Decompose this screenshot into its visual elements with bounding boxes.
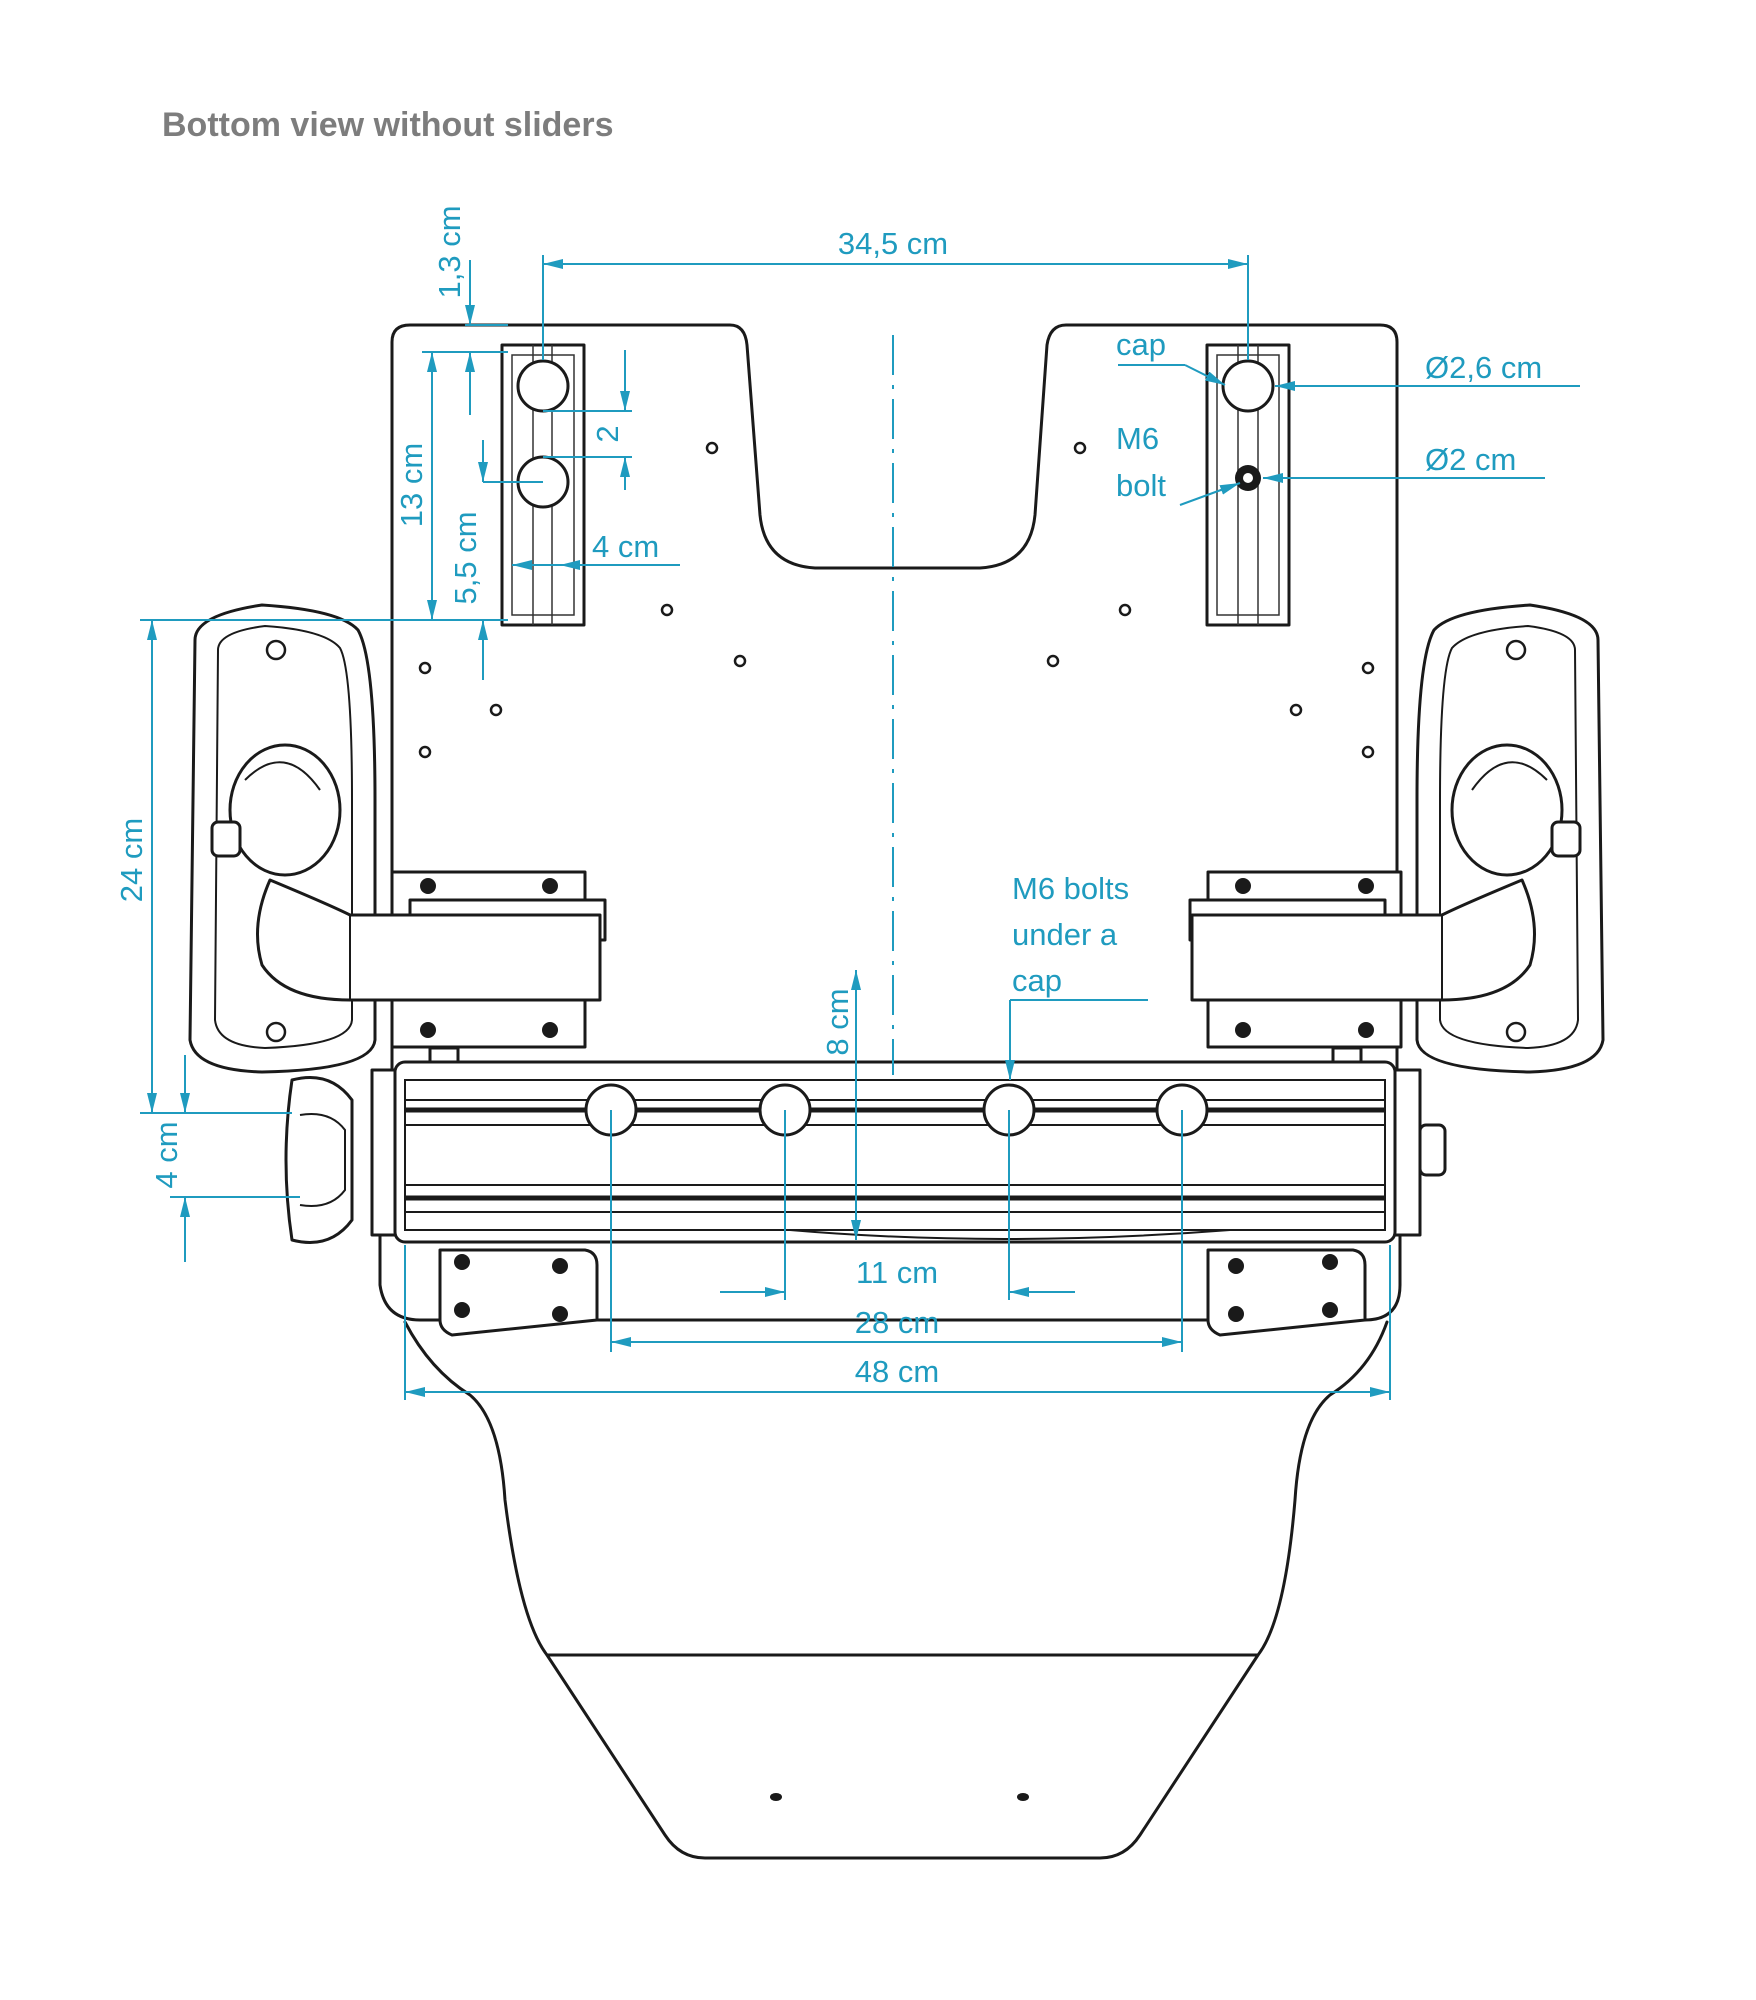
m6-bolt-label-line1: M6: [1116, 421, 1159, 456]
dim-28-label: 28 cm: [855, 1305, 939, 1340]
dim-diameter-2: Ø2 cm: [1263, 442, 1545, 483]
front-lower-brackets: [438, 1248, 1367, 1337]
dim-28: 28 cm: [610, 1110, 1183, 1352]
dim-diameter-2-6-label: Ø2,6 cm: [1425, 350, 1542, 385]
dim-24: 24 cm: [114, 619, 360, 1114]
dim-13-label: 13 cm: [394, 443, 429, 527]
dim-4-front: 4 cm: [149, 1055, 300, 1262]
dim-1-3-label: 1,3 cm: [432, 205, 467, 298]
dim-diameter-2-6: Ø2,6 cm: [1275, 350, 1580, 391]
dim-5-5: 5,5 cm: [448, 440, 543, 680]
front-crossbar: [284, 1046, 1447, 1244]
dim-5-5-label: 5,5 cm: [448, 511, 483, 604]
armrest-left: [188, 603, 602, 1074]
dim-11: 11 cm: [720, 1110, 1075, 1300]
m6-bolts-label-line1: M6 bolts: [1012, 871, 1129, 906]
cap-label: cap: [1116, 327, 1166, 362]
toe-screw-left: [770, 1793, 782, 1801]
dim-1-3: 1,3 cm: [432, 205, 508, 415]
dim-2: 2: [543, 350, 632, 490]
dim-diameter-2-label: Ø2 cm: [1425, 442, 1516, 477]
m6-bolt-label-line2: bolt: [1116, 468, 1166, 503]
toe-screw-right: [1017, 1793, 1029, 1801]
dim-4-slot-label: 4 cm: [592, 529, 659, 564]
dim-48-label: 48 cm: [855, 1354, 939, 1389]
dim-8-label: 8 cm: [820, 988, 855, 1055]
m6-bolts-label-line3: cap: [1012, 963, 1062, 998]
m6-bolts-label-line2: under a: [1012, 917, 1118, 952]
seat-front-shell: [378, 1233, 1402, 1322]
dim-34-5: 34,5 cm: [542, 226, 1249, 360]
dim-8: 8 cm: [820, 970, 861, 1240]
dim-11-label: 11 cm: [856, 1255, 938, 1290]
dim-4-front-label: 4 cm: [149, 1121, 184, 1188]
m6-bolts-callout: M6 bolts under a cap: [1005, 871, 1148, 1080]
slot-rail-left: [500, 343, 586, 627]
cap-callout: cap: [1116, 327, 1226, 386]
armrest-right: [1190, 603, 1605, 1074]
seat-toe-section: [545, 1653, 1260, 1860]
dim-24-label: 24 cm: [114, 818, 149, 902]
dim-34-5-label: 34,5 cm: [838, 226, 948, 261]
dim-4-slot: 4 cm: [512, 529, 680, 570]
dim-2-label: 2: [590, 425, 625, 442]
m6-bolt-callout: M6 bolt: [1116, 421, 1241, 506]
page-title: Bottom view without sliders: [162, 106, 614, 144]
dim-48: 48 cm: [404, 1245, 1391, 1400]
